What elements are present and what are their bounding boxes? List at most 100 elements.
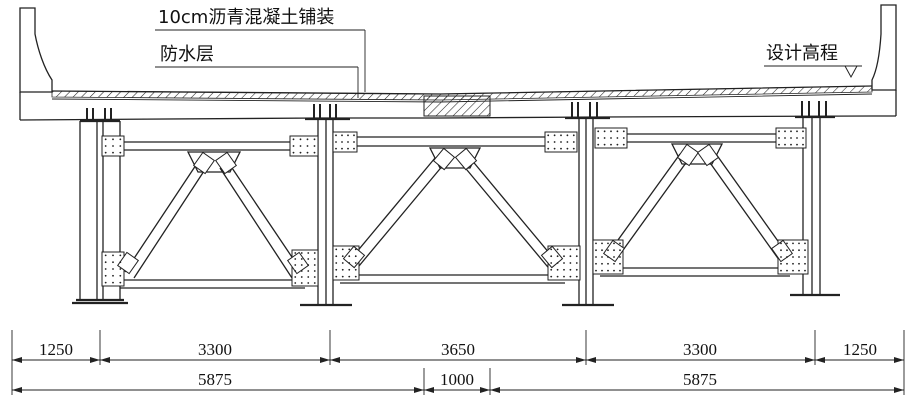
bolt bbox=[616, 143, 619, 146]
bolt bbox=[603, 137, 606, 139]
bolt bbox=[119, 261, 122, 264]
bolt bbox=[804, 242, 806, 245]
bolt bbox=[294, 276, 297, 278]
bolt bbox=[104, 138, 107, 141]
bolt bbox=[353, 141, 355, 143]
bolt bbox=[354, 275, 357, 278]
bolt bbox=[292, 145, 295, 147]
bolt bbox=[572, 147, 575, 150]
bolt bbox=[597, 137, 600, 139]
bolt bbox=[563, 255, 565, 258]
bolt bbox=[341, 141, 343, 143]
bolt bbox=[601, 256, 603, 258]
bolt bbox=[292, 138, 295, 141]
bolt bbox=[778, 130, 780, 133]
bolt bbox=[353, 147, 355, 150]
bolt bbox=[786, 269, 788, 272]
bolt bbox=[622, 137, 625, 139]
bolt bbox=[313, 276, 316, 278]
bolt bbox=[560, 134, 562, 137]
bolt bbox=[792, 269, 794, 272]
bolt bbox=[597, 130, 600, 133]
bolt bbox=[796, 130, 798, 133]
bolt bbox=[572, 141, 575, 143]
bolt bbox=[804, 256, 806, 258]
bolt bbox=[607, 256, 609, 258]
bolt bbox=[119, 145, 122, 147]
bolt bbox=[112, 254, 114, 257]
bolt bbox=[294, 282, 297, 284]
bolt bbox=[610, 143, 612, 146]
bolt bbox=[307, 276, 310, 278]
bolt bbox=[347, 134, 349, 137]
bolt bbox=[804, 262, 806, 265]
bolt bbox=[784, 130, 786, 133]
bolt bbox=[335, 262, 338, 264]
bolt bbox=[313, 270, 316, 272]
dim-5875-right: 5875 bbox=[683, 370, 717, 389]
bolt bbox=[780, 249, 782, 252]
bolt bbox=[313, 264, 316, 266]
bolt bbox=[566, 141, 569, 143]
bolt bbox=[294, 252, 297, 254]
bolt bbox=[792, 249, 794, 252]
shear-studs bbox=[86, 101, 827, 121]
bolt bbox=[550, 255, 553, 258]
bolt bbox=[784, 137, 786, 139]
bolt bbox=[563, 275, 565, 278]
bolt bbox=[560, 141, 562, 143]
bolt bbox=[792, 262, 794, 265]
bolt bbox=[300, 252, 303, 254]
bolt bbox=[619, 256, 621, 258]
bolt bbox=[341, 248, 344, 251]
bolt bbox=[550, 248, 553, 251]
bolt bbox=[595, 262, 597, 265]
bolt bbox=[104, 281, 107, 284]
deck-bottom bbox=[19, 115, 896, 121]
bolt bbox=[575, 255, 578, 258]
bolt bbox=[553, 141, 556, 143]
bolt bbox=[341, 255, 344, 258]
bolt bbox=[780, 256, 782, 258]
bolt bbox=[307, 270, 310, 272]
bolt bbox=[119, 268, 122, 270]
bolt bbox=[348, 275, 351, 278]
bolt bbox=[335, 141, 337, 143]
bolt bbox=[307, 264, 310, 266]
bolt bbox=[786, 249, 788, 252]
bolt bbox=[796, 143, 798, 146]
bolt bbox=[300, 276, 303, 278]
bolt bbox=[563, 262, 565, 264]
bolt bbox=[802, 137, 804, 139]
bolt bbox=[306, 145, 309, 147]
cross-frames bbox=[101, 127, 809, 289]
bolt bbox=[619, 269, 621, 272]
bolt bbox=[595, 256, 597, 258]
bolt bbox=[335, 275, 338, 278]
bolt bbox=[563, 268, 565, 271]
bolt bbox=[603, 143, 606, 146]
bolt bbox=[335, 255, 338, 258]
bolt bbox=[553, 147, 556, 150]
bolt bbox=[104, 151, 107, 154]
bolt bbox=[547, 147, 550, 150]
bolt bbox=[335, 248, 338, 251]
bolt bbox=[798, 249, 800, 252]
bolt bbox=[569, 248, 572, 251]
deck-slab bbox=[19, 4, 897, 121]
bolt bbox=[335, 134, 337, 137]
bolt bbox=[313, 282, 316, 284]
top-plate-2 bbox=[289, 135, 319, 157]
bolt bbox=[616, 137, 619, 139]
bolt bbox=[307, 252, 310, 254]
bolt bbox=[341, 268, 344, 271]
bolt bbox=[619, 242, 621, 245]
bolt bbox=[569, 268, 572, 271]
bolt bbox=[798, 256, 800, 258]
bolt bbox=[292, 151, 295, 154]
bolt bbox=[610, 130, 612, 133]
bolt bbox=[622, 143, 625, 146]
bolt bbox=[790, 137, 792, 139]
bolt bbox=[597, 143, 600, 146]
bolt bbox=[300, 282, 303, 284]
